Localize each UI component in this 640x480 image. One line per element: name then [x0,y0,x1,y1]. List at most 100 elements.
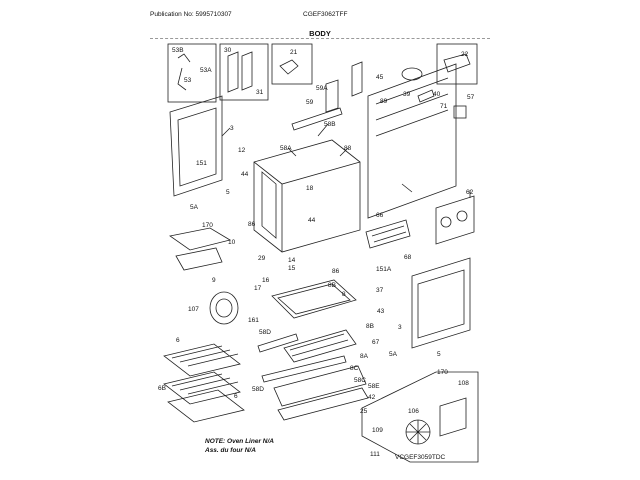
inset-box-30 [219,43,269,101]
header-divider [150,38,490,39]
part-label: 8A [360,353,369,360]
part-label: 15 [288,265,296,272]
fan-39 [401,67,423,81]
part-label: 58E [368,383,380,390]
part-label: 17 [254,285,262,292]
diagram-code: VCGEF3059TDC [395,454,446,461]
part-label: 170 [202,222,213,229]
terminal-2 [456,210,468,222]
part-label: 68 [404,254,412,261]
terminal-block [435,195,475,245]
note-oven-liner: NOTE: Oven Liner N/A [205,438,274,445]
part-label: 59A [316,85,328,92]
inset-box-fan [361,371,479,463]
part-label: 86 [248,221,256,228]
part-label: 25 [360,408,368,415]
part-label: 44 [241,171,249,178]
terminal-1 [440,216,452,228]
oven-liner-side [261,171,277,239]
inset-box-22 [436,43,478,85]
part-label: 8 [342,291,346,298]
part-label: 71 [440,103,448,110]
part-57 [453,105,467,119]
bottom-panel-25 [277,387,369,421]
part-label: 39 [403,91,411,98]
part-label: 5A [190,204,199,211]
inset-box-21 [271,43,313,85]
publication-number: Publication No: 5995710307 [150,11,232,18]
part-label: 62 [466,189,474,196]
part-label: 22 [461,51,469,58]
part-label: 8B [366,323,374,330]
fan-cover-inner [215,298,233,318]
part-label: 58C [354,377,366,384]
inset-30-parts [227,51,253,93]
fan-motor-108 [439,397,467,437]
fan-blades [406,420,430,444]
oven-rack-upper [163,343,241,377]
back-panel [367,63,457,219]
part-label: 40 [433,91,441,98]
broil-pan [169,227,232,271]
part-label: 3 [398,324,402,331]
fan-cover [209,291,239,325]
part-label: 8B [328,282,336,289]
part-label: 9 [212,277,216,284]
part-label: 109 [372,427,383,434]
inset-53-parts [177,53,191,91]
part-label: 151A [376,266,392,273]
part-label: 6 [176,337,180,344]
part-label: 14 [288,257,296,264]
bracket-59a [325,79,339,113]
part-label: 106 [408,408,419,415]
bottom-panel-42 [273,365,367,407]
part-label: 88 [344,145,352,152]
part-label: 58A [280,145,292,152]
part-label: 44 [308,217,316,224]
part-label: 12 [238,147,246,154]
inset-22-part [443,53,471,73]
part-label: 6 [234,393,238,400]
bake-element [283,329,357,363]
part-label: 89 [380,98,388,105]
oven-rack-6b [167,389,245,423]
part-label: 53A [200,67,212,74]
part-label: 170 [437,369,448,376]
oven-rack-middle [163,371,241,405]
part-label: 6B [158,385,166,392]
part-label: 29 [258,255,266,262]
oven-body [253,139,361,253]
part-label: 5 [437,351,441,358]
part-label: 45 [376,74,384,81]
top-strip-59 [291,107,343,131]
part-label: 161 [248,317,259,324]
part-number-labels: 53B 53 53A 30 31 21 22 59A 45 39 40 57 8… [158,47,475,458]
inset-21-part [279,59,299,75]
note-oven-liner-french: Ass. du four N/A [205,447,256,454]
oven-body-edges [253,161,361,252]
part-label: 42 [368,394,376,401]
leader-lines [221,123,471,198]
part-label: 5A [389,351,398,358]
part-40 [417,89,435,103]
part-label: 16 [262,277,270,284]
model-number: CGEF3062TFF [303,11,348,18]
side-panel-left [169,95,223,197]
part-label: 53 [184,77,192,84]
part-label: 58D [252,386,264,393]
part-label: 8C [350,365,359,372]
part-label: 37 [376,287,384,294]
part-label: 53B [172,47,184,54]
part-label: 3 [230,125,234,132]
broil-element [365,219,411,249]
part-label: 10 [228,239,236,246]
rack-bars [171,345,239,395]
part-label: 31 [256,89,264,96]
part-label: 108 [458,380,469,387]
part-label: 43 [377,308,385,315]
inset-box-53 [167,43,217,103]
side-panel-right [411,257,471,349]
part-label: 30 [224,47,232,54]
section-title: BODY [309,29,331,38]
